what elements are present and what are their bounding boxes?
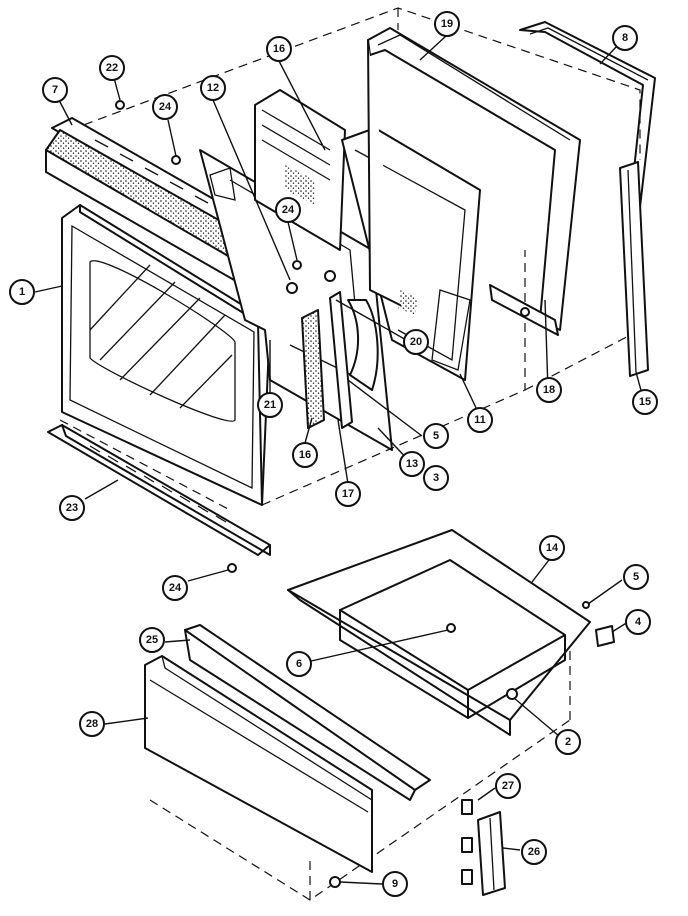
callout-label: 25 xyxy=(146,634,158,646)
callout-9: 9 xyxy=(382,871,408,897)
callout-12: 12 xyxy=(200,75,226,101)
callout-label: 17 xyxy=(342,488,354,500)
callout-label: 9 xyxy=(392,878,398,890)
callout-24-top: 24 xyxy=(152,94,178,120)
callout-19: 19 xyxy=(434,11,460,37)
callout-27: 27 xyxy=(495,773,521,799)
side-panel-15 xyxy=(619,161,649,377)
door-bottom-trim-23 xyxy=(47,424,271,556)
callout-label: 27 xyxy=(502,780,514,792)
callout-label: 23 xyxy=(66,502,78,514)
callout-label: 24 xyxy=(282,204,295,216)
drawer-front-28 xyxy=(144,655,373,873)
callout-label: 4 xyxy=(635,616,642,628)
callout-25: 25 xyxy=(139,627,165,653)
callout-label: 13 xyxy=(406,458,418,470)
callout-label: 7 xyxy=(52,84,58,96)
callout-5-upper: 5 xyxy=(423,423,449,449)
callout-label: 20 xyxy=(410,336,422,348)
callout-label: 24 xyxy=(169,582,182,594)
callout-15: 15 xyxy=(632,389,658,415)
callout-17: 17 xyxy=(335,481,361,507)
callout-1: 1 xyxy=(9,279,35,305)
callout-label: 16 xyxy=(273,43,285,55)
callout-label: 3 xyxy=(433,472,439,484)
callout-label: 24 xyxy=(159,101,172,113)
callout-13: 13 xyxy=(399,451,425,477)
callout-4: 4 xyxy=(625,609,651,635)
callout-label: 19 xyxy=(441,18,453,30)
callout-label: 11 xyxy=(474,414,486,426)
callout-label: 5 xyxy=(433,430,439,442)
callout-label: 8 xyxy=(622,32,628,44)
callout-label: 1 xyxy=(19,286,25,298)
small-hardware xyxy=(115,100,615,888)
callout-label: 28 xyxy=(86,718,98,730)
callout-6: 6 xyxy=(286,651,312,677)
callout-label: 2 xyxy=(565,736,571,748)
drawer-clips-26-27 xyxy=(461,799,506,896)
callout-label: 22 xyxy=(106,62,118,74)
callout-label: 18 xyxy=(543,384,555,396)
callout-8: 8 xyxy=(612,25,638,51)
callout-21: 21 xyxy=(257,392,283,418)
door-strips xyxy=(301,291,379,429)
callout-3: 3 xyxy=(423,465,449,491)
callout-7: 7 xyxy=(42,77,68,103)
callout-26: 26 xyxy=(521,839,547,865)
callout-label: 21 xyxy=(264,399,276,411)
door-frame-19 xyxy=(367,27,581,336)
callout-label: 5 xyxy=(633,571,639,583)
oven-door-1 xyxy=(61,204,271,506)
callout-label: 14 xyxy=(546,542,559,554)
callout-label: 26 xyxy=(528,846,540,858)
drawer-top-trim-25 xyxy=(184,624,431,801)
callout-23: 23 xyxy=(59,495,85,521)
callout-28: 28 xyxy=(79,711,105,737)
callout-24-bottom: 24 xyxy=(162,575,188,601)
callout-2: 2 xyxy=(555,729,581,755)
callout-20: 20 xyxy=(403,329,429,355)
callout-label: 12 xyxy=(207,82,219,94)
callout-24-middle: 24 xyxy=(275,197,301,223)
drawer-body-14 xyxy=(287,529,591,736)
callout-label: 6 xyxy=(296,658,302,670)
leader-lines xyxy=(34,35,643,885)
callout-16-lower: 16 xyxy=(292,442,318,468)
callout-label: 15 xyxy=(639,396,651,408)
callout-label: 16 xyxy=(299,449,311,461)
callout-14: 14 xyxy=(539,535,565,561)
callout-16-upper: 16 xyxy=(266,36,292,62)
callout-18: 18 xyxy=(536,377,562,403)
callout-5-lower: 5 xyxy=(623,564,649,590)
callout-22: 22 xyxy=(99,55,125,81)
callout-11: 11 xyxy=(467,407,493,433)
